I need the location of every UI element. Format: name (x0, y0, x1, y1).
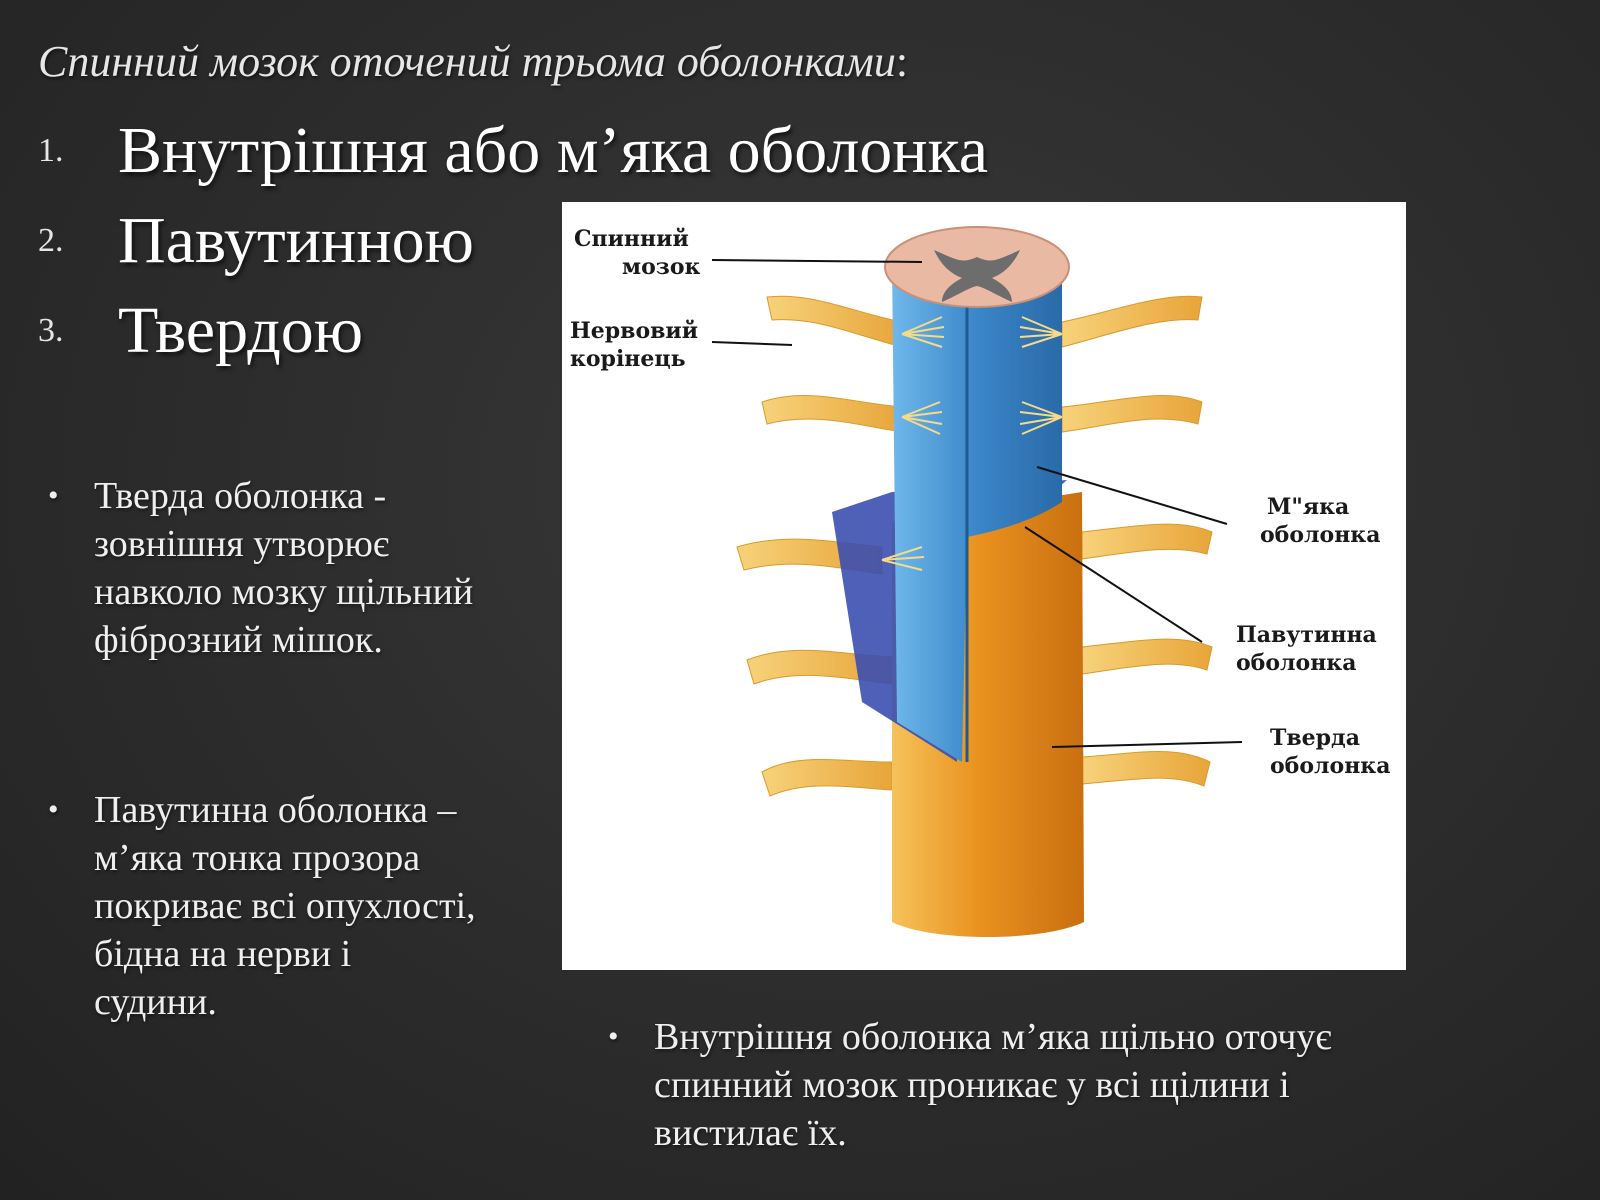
label-spinal-cord-1: Спинний (574, 226, 689, 252)
label-dura-1: Тверда (1270, 725, 1360, 751)
layer-item-1: 1. Внутрішня або м’яка оболонка (38, 106, 988, 196)
label-dura-2: оболонка (1270, 753, 1390, 779)
nerve-roots-right (1061, 295, 1213, 787)
bullet-text: Внутрішня оболонка м’яка щільно оточує с… (654, 1016, 1332, 1154)
spinal-cord-diagram: Спинний мозок Нервовий корінець М"яка об… (570, 226, 1390, 937)
bullet-inner-membrane: • Внутрішня оболонка м’яка щільно оточує … (600, 1013, 1400, 1157)
label-pia-1: М"яка (1267, 494, 1349, 520)
label-spinal-cord-2: мозок (622, 254, 700, 280)
label-arachnoid-1: Павутинна (1236, 622, 1377, 648)
layer-number: 2. (38, 222, 64, 259)
bullet-dot: • (48, 479, 59, 512)
gray-matter (934, 250, 1020, 302)
slide-title: Спинний мозок оточений трьома оболонками… (38, 37, 909, 86)
layer-number: 1. (38, 132, 64, 169)
label-nerve-root-2: корінець (570, 346, 686, 372)
layer-label: Внутрішня або м’яка оболонка (118, 114, 988, 187)
spinal-cord-illustration: Спинний мозок Нервовий корінець М"яка об… (562, 202, 1406, 970)
bullet-arachnoid-membrane: • Павутинна оболонка – м’яка тонка прозор… (40, 786, 480, 1026)
bullet-dot: • (48, 793, 59, 826)
bullet-dot: • (608, 1020, 619, 1053)
layer-number: 3. (38, 312, 64, 349)
layer-label: Твердою (118, 294, 364, 367)
label-arachnoid-2: оболонка (1236, 650, 1356, 676)
layer-item-2: 2. Павутинною (38, 196, 988, 286)
bullet-hard-membrane: • Тверда оболонка - зовнішня утворює навк… (40, 472, 520, 664)
leader-lines (711, 259, 1243, 748)
layer-item-3: 3. Твердою (38, 286, 988, 376)
pia-mater (892, 262, 1062, 762)
bullet-text: Тверда оболонка - зовнішня утворює навко… (94, 475, 474, 661)
label-pia-2: оболонка (1260, 522, 1380, 548)
rootlets (881, 316, 1063, 571)
layer-list: 1. Внутрішня або м’яка оболонка 2. Павут… (38, 106, 988, 376)
bullet-text: Павутинна оболонка – м’яка тонка прозора… (94, 789, 476, 1023)
label-nerve-root-1: Нервовий (570, 318, 698, 344)
layer-label: Павутинною (118, 204, 474, 277)
